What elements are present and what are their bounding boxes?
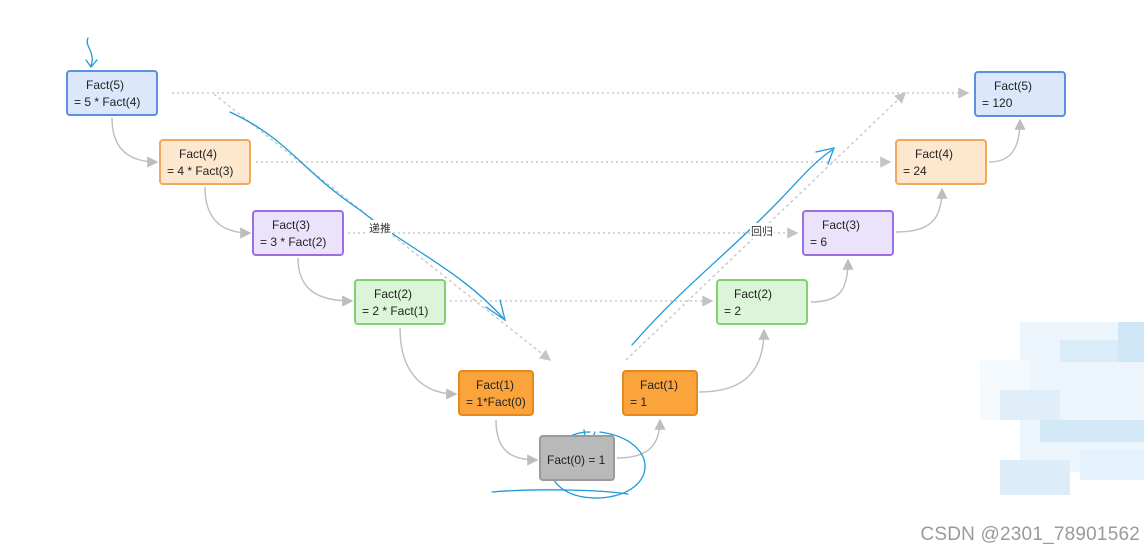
- node-fact4-call: Fact(4) = 4 * Fact(3): [159, 139, 251, 185]
- node-fact3-call: Fact(3) = 3 * Fact(2): [252, 210, 344, 256]
- node-fact4-call-title: Fact(4): [179, 147, 218, 161]
- dotted-level-lines: [172, 87, 970, 307]
- pen-annotations: [83, 37, 1025, 499]
- node-fact1-call-title: Fact(1): [476, 378, 515, 392]
- node-fact2-call-expr: = 2 * Fact(1): [362, 304, 429, 318]
- node-fact5-result-value: = 120: [982, 96, 1013, 110]
- node-fact3-result-title: Fact(3): [822, 218, 861, 232]
- node-fact2-call-title: Fact(2): [374, 287, 413, 301]
- node-fact5-call-title: Fact(5): [86, 78, 125, 92]
- node-fact1-call-expr: = 1*Fact(0): [466, 395, 526, 409]
- watermark-text: CSDN @2301_78901562: [920, 524, 1140, 545]
- node-fact2-result-value: = 2: [724, 304, 742, 318]
- node-fact5-call: Fact(5) = 5 * Fact(4): [66, 70, 158, 116]
- node-fact5-result-title: Fact(5): [994, 79, 1033, 93]
- node-fact3-result-value: = 6: [810, 235, 828, 249]
- node-fact5-result: Fact(5) = 120: [974, 71, 1066, 117]
- label-recursion: 递推: [368, 220, 392, 236]
- node-fact1-result-value: = 1: [630, 395, 648, 409]
- node-fact3-result: Fact(3) = 6: [802, 210, 894, 256]
- node-fact1-call: Fact(1) = 1*Fact(0): [458, 370, 534, 416]
- node-fact4-result: Fact(4) = 24: [895, 139, 987, 185]
- label-return: 回归: [750, 223, 774, 239]
- node-fact4-result-title: Fact(4): [915, 147, 954, 161]
- left-connectors: [111, 117, 539, 466]
- node-fact4-result-value: = 24: [903, 164, 927, 178]
- right-connectors: [616, 118, 1026, 459]
- node-fact5-call-expr: = 5 * Fact(4): [74, 95, 141, 109]
- node-fact3-call-expr: = 3 * Fact(2): [260, 235, 327, 249]
- node-fact0-base: Fact(0) = 1: [539, 435, 615, 481]
- node-fact2-call: Fact(2) = 2 * Fact(1): [354, 279, 446, 325]
- blurred-region: [980, 322, 1144, 495]
- node-fact2-result: Fact(2) = 2: [716, 279, 808, 325]
- node-fact1-result: Fact(1) = 1: [622, 370, 698, 416]
- node-fact0-base-expr: Fact(0) = 1: [547, 453, 606, 467]
- node-fact1-result-title: Fact(1): [640, 378, 679, 392]
- node-fact4-call-expr: = 4 * Fact(3): [167, 164, 234, 178]
- node-fact2-result-title: Fact(2): [734, 287, 773, 301]
- node-fact3-call-title: Fact(3): [272, 218, 311, 232]
